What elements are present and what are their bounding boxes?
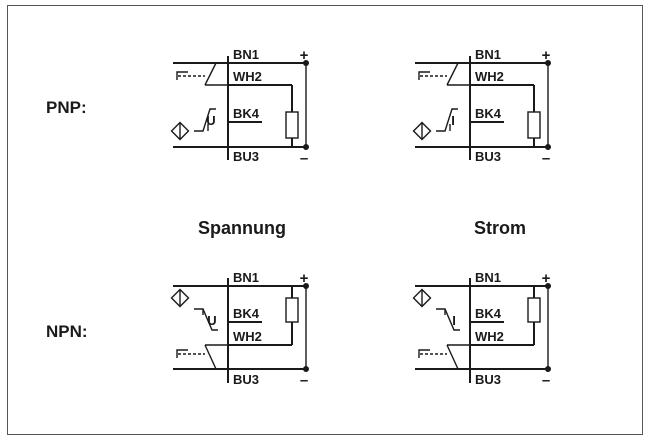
minus-terminal-label: – <box>542 372 550 389</box>
wire-label-bu3: BU3 <box>475 149 501 164</box>
column-label-voltage: Spannung <box>198 218 286 238</box>
teach-switch-icon <box>176 62 228 86</box>
row-label-npn: NPN: <box>46 322 88 341</box>
analog-output-symbol-icon <box>436 108 458 132</box>
diagram-npn-current: BN1 BK4 WH2 BU3 I + – <box>412 270 551 389</box>
analog-output-symbol-icon <box>194 308 218 331</box>
row-label-pnp: PNP: <box>46 98 87 117</box>
wire-label-bu3: BU3 <box>233 149 259 164</box>
plus-terminal-label: + <box>542 47 551 64</box>
wire-label-wh2: WH2 <box>233 329 262 344</box>
column-label-current: Strom <box>474 218 526 238</box>
wire-label-bk4: BK4 <box>475 106 502 121</box>
analog-output-symbol-icon <box>436 308 460 331</box>
sensor-symbol-icon <box>170 288 190 308</box>
wire-label-bk4: BK4 <box>233 106 260 121</box>
output-type-label: I <box>451 113 455 128</box>
teach-switch-icon <box>418 62 470 86</box>
teach-switch-icon <box>176 344 228 370</box>
wire-label-bu3: BU3 <box>475 372 501 387</box>
wire-label-bn1: BN1 <box>475 47 501 62</box>
figure-border <box>7 5 643 435</box>
wire-label-bu3: BU3 <box>233 372 259 387</box>
wire-label-bk4: BK4 <box>475 306 502 321</box>
plus-terminal-label: + <box>300 270 309 287</box>
wire-label-wh2: WH2 <box>475 69 504 84</box>
output-type-label: U <box>206 113 215 128</box>
sensor-symbol-icon <box>170 121 190 141</box>
output-type-label: I <box>452 313 456 328</box>
wire-label-bn1: BN1 <box>475 270 501 285</box>
analog-output-symbol-icon <box>194 108 216 132</box>
wire-label-bn1: BN1 <box>233 47 259 62</box>
wire-label-wh2: WH2 <box>233 69 262 84</box>
plus-terminal-label: + <box>300 47 309 64</box>
teach-switch-icon <box>418 344 470 370</box>
minus-terminal-label: – <box>542 150 550 167</box>
sensor-symbol-icon <box>412 288 432 308</box>
minus-terminal-label: – <box>300 150 308 167</box>
sensor-symbol-icon <box>412 121 432 141</box>
plus-terminal-label: + <box>542 270 551 287</box>
diagram-npn-voltage: BN1 BK4 WH2 BU3 U + – <box>170 270 309 389</box>
minus-terminal-label: – <box>300 372 308 389</box>
diagram-pnp-voltage: BN1 WH2 BK4 BU3 U + – <box>170 47 309 167</box>
wire-label-bk4: BK4 <box>233 306 260 321</box>
output-type-label: U <box>207 313 216 328</box>
wire-label-wh2: WH2 <box>475 329 504 344</box>
diagram-pnp-current: BN1 WH2 BK4 BU3 I + – <box>412 47 551 167</box>
wire-label-bn1: BN1 <box>233 270 259 285</box>
